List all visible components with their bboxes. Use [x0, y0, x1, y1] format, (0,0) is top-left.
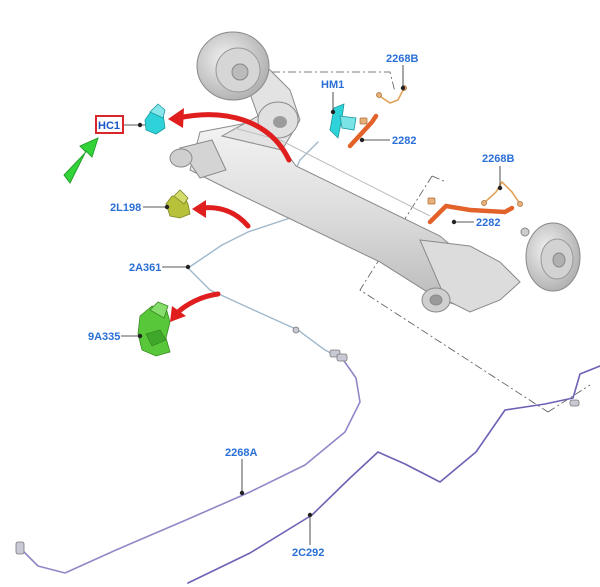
- rear-axle-beam: [169, 67, 521, 313]
- hose-2282-top: [347, 113, 379, 149]
- pipe-2c292: [187, 365, 600, 584]
- pipe-fittings: [15, 326, 580, 555]
- label-2c292[interactable]: 2C292: [292, 547, 324, 559]
- hose-2268b-right: [483, 180, 521, 205]
- red-arrow-to-hc1: [175, 112, 292, 163]
- label-hm1[interactable]: HM1: [321, 79, 344, 91]
- label-2268b-top[interactable]: 2268B: [386, 53, 418, 65]
- callout-leaders: [121, 65, 503, 545]
- hose-2268b-top: [377, 87, 405, 104]
- label-hc1[interactable]: HC1: [98, 120, 120, 132]
- label-9a335[interactable]: 9A335: [88, 331, 120, 343]
- green-bracket-part-icon: [137, 301, 171, 357]
- pipe-2268a: [21, 357, 361, 574]
- label-2282-top[interactable]: 2282: [392, 135, 416, 147]
- label-2282-right[interactable]: 2282: [476, 217, 500, 229]
- label-2268a[interactable]: 2268A: [225, 447, 257, 459]
- label-2268b-right[interactable]: 2268B: [482, 153, 514, 165]
- dash-dot-leader-lines: [272, 71, 591, 413]
- brake-hoses: [347, 87, 521, 225]
- olive-bracket-part-icon: [165, 189, 191, 219]
- red-arrow-to-2l198: [199, 205, 251, 229]
- hc1-highlight-box: [95, 115, 124, 134]
- label-2a361[interactable]: 2A361: [129, 262, 161, 274]
- cyan-bracket-part-icon: [144, 103, 166, 135]
- red-arrow-to-9a335: [173, 291, 221, 317]
- cyan-clip-part-icon: [329, 103, 357, 139]
- hose-2282-right: [427, 203, 515, 225]
- red-arrow-heads: [168, 108, 206, 322]
- green-arrow-icon: [63, 137, 99, 184]
- label-2l198[interactable]: 2L198: [110, 202, 141, 214]
- right-brake-drum: [520, 222, 581, 292]
- left-brake-drum: [196, 31, 299, 139]
